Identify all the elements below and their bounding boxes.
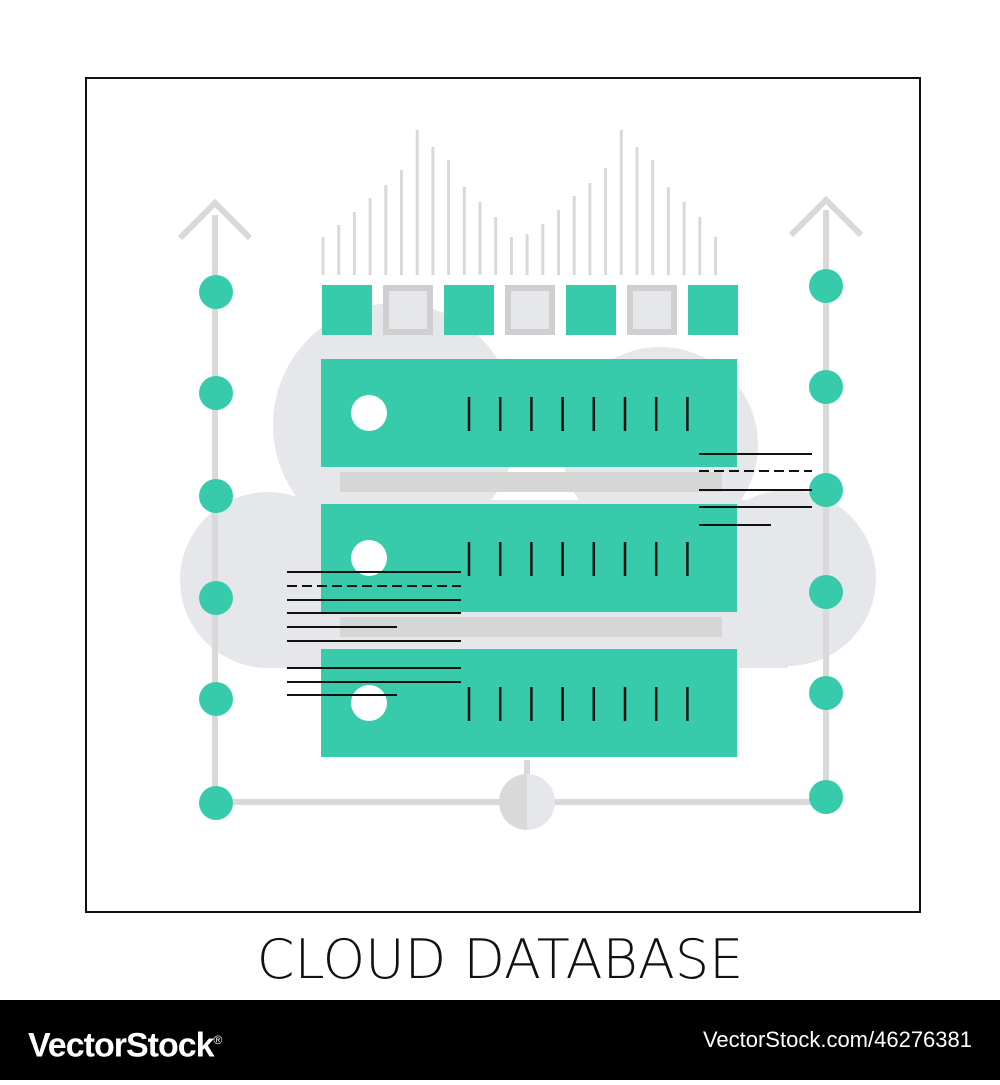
outline-square bbox=[383, 285, 433, 335]
left-text-lines bbox=[287, 571, 461, 696]
server-gap-bar bbox=[340, 472, 722, 492]
server-led bbox=[351, 540, 387, 576]
filled-square bbox=[322, 285, 372, 335]
server-unit bbox=[321, 359, 737, 467]
vectorstock-logo: VectorStock® bbox=[28, 1000, 223, 1080]
watermark-footer: VectorStock® VectorStock.com/46276381 bbox=[0, 1000, 1000, 1080]
right-dot bbox=[809, 676, 843, 710]
server-rack bbox=[321, 359, 737, 757]
server-led bbox=[351, 685, 387, 721]
left-dot bbox=[199, 479, 233, 513]
filled-square bbox=[688, 285, 738, 335]
right-dot bbox=[809, 575, 843, 609]
bottom-connector bbox=[215, 760, 826, 830]
right-dot bbox=[809, 269, 843, 303]
left-dot bbox=[199, 786, 233, 820]
server-unit bbox=[321, 504, 737, 612]
connector-dots bbox=[199, 269, 843, 820]
outline-square bbox=[505, 285, 555, 335]
image-url: VectorStock.com/46276381 bbox=[702, 1027, 972, 1052]
status-squares bbox=[322, 285, 738, 335]
server-gap-bar bbox=[340, 617, 722, 637]
logo-text: VectorStock bbox=[28, 1026, 215, 1065]
left-dot bbox=[199, 682, 233, 716]
left-dot bbox=[199, 275, 233, 309]
right-text-lines bbox=[699, 453, 812, 526]
frame-border bbox=[85, 77, 921, 913]
filled-square bbox=[566, 285, 616, 335]
cloud-database-illustration bbox=[85, 77, 921, 913]
right-dot bbox=[809, 370, 843, 404]
outline-square bbox=[627, 285, 677, 335]
filled-square bbox=[444, 285, 494, 335]
left-dot bbox=[199, 581, 233, 615]
right-dot bbox=[809, 780, 843, 814]
equalizer-lines bbox=[321, 130, 717, 275]
right-dot bbox=[809, 473, 843, 507]
caption-title: CLOUD DATABASE bbox=[256, 928, 744, 991]
registered-mark: ® bbox=[213, 1033, 223, 1047]
left-dot bbox=[199, 376, 233, 410]
server-led bbox=[351, 395, 387, 431]
